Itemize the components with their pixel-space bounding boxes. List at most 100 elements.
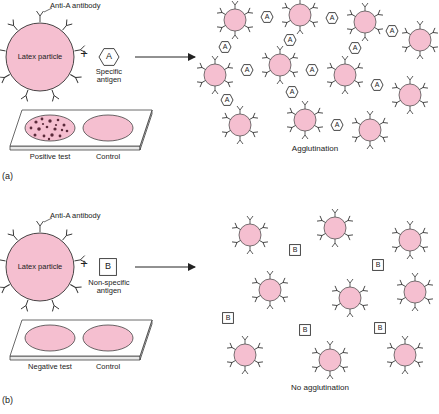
latex-particle [262, 46, 298, 84]
node-text: B [226, 314, 231, 321]
latex-particle: Latex particle [5, 22, 75, 92]
glass-slide [10, 320, 152, 360]
hex-shape [349, 43, 361, 54]
slide-label: Control [88, 363, 128, 371]
latex-particle [232, 216, 268, 254]
square-shape [223, 313, 234, 324]
antigen-hexagon: A [283, 34, 297, 46]
latex-particle [397, 273, 433, 311]
antibody-symbol [21, 299, 31, 312]
latex-particle [317, 209, 353, 247]
antibody-symbol [49, 89, 59, 102]
slide-edge [10, 356, 140, 360]
latex-particle: Latex particle [5, 232, 75, 302]
antigen-hexagon: A [285, 86, 299, 98]
node-text: A [290, 88, 295, 95]
positive-well [25, 115, 75, 141]
antigen-label: Non-specific antigen [86, 279, 132, 296]
hex-shape [386, 26, 398, 37]
latex-particle [227, 336, 263, 374]
panel-label: (a) [2, 172, 22, 182]
hex-shape [331, 120, 343, 131]
node-text: A [375, 81, 380, 88]
node-text: A [330, 14, 335, 21]
agglutinated-particles [197, 0, 438, 149]
antigen-hexagon: A [240, 64, 254, 76]
antibody-ring [0, 221, 86, 311]
latex-particle [392, 221, 428, 259]
antibody-symbol [21, 89, 31, 102]
square-shape [290, 245, 301, 256]
antibody-symbol [37, 221, 44, 232]
antigen-square: B [99, 258, 117, 276]
hex-shape [241, 65, 253, 76]
node-text: A [335, 121, 340, 128]
callout-label: Anti-A antibody [50, 212, 120, 220]
latex-particle [312, 341, 348, 379]
square-shape [300, 325, 311, 336]
antigen-hexagon: A [305, 64, 319, 76]
antigen-hexagon: A [220, 94, 234, 106]
antigen-hexagon: A [348, 42, 362, 54]
hex-shape [219, 42, 231, 53]
antibody-symbol [69, 281, 82, 293]
node-text: B [293, 246, 298, 253]
latex-particle [197, 56, 233, 94]
slide-face [10, 320, 152, 356]
hex-shape [286, 87, 298, 98]
negative-well [25, 325, 75, 351]
slide-label: Negative test [20, 363, 80, 371]
panel-label: (b) [2, 396, 22, 406]
node-text: A [245, 66, 250, 73]
hex-shape [326, 13, 338, 24]
node-text: Latex particle [18, 53, 63, 61]
circle-shape [6, 233, 74, 301]
hex-shape [284, 35, 296, 46]
node-text: B [303, 326, 308, 333]
latex-particle [332, 279, 368, 317]
node-text: A [353, 44, 358, 51]
antigen-hexagon: A [330, 119, 344, 131]
antibody-symbol [69, 71, 82, 83]
slide-face [10, 110, 152, 146]
square-shape [375, 323, 386, 334]
node-text: B [378, 324, 383, 331]
reaction-arrow [135, 57, 195, 58]
latex-particle [392, 76, 428, 114]
node-text: A [265, 13, 270, 20]
antibody-ring [0, 11, 86, 101]
reaction-arrow [135, 267, 195, 268]
hex-shape [221, 95, 233, 106]
antigen-square: B [374, 322, 386, 334]
callout-label: Anti-A antibody [50, 2, 120, 10]
antigen-square: B [222, 312, 234, 324]
latex-particle [327, 56, 363, 94]
latex-particle [222, 106, 258, 144]
antigen-hexagon: A [385, 25, 399, 37]
hex-shape [306, 65, 318, 76]
slide-label: Positive test [20, 153, 80, 161]
antigen-hexagon: A [218, 41, 232, 53]
latex-particle [347, 3, 383, 41]
antigen-label: Specific antigen [86, 68, 132, 85]
latex-particle [252, 271, 288, 309]
result-label: No agglutination [270, 384, 370, 393]
result-label: Agglutination [275, 145, 355, 154]
antigen-square: B [289, 244, 301, 256]
circle-shape [6, 23, 74, 91]
control-well [83, 115, 133, 141]
agglutinate-clumps [30, 118, 69, 141]
node-text: A [310, 66, 315, 73]
node-text: A [225, 96, 230, 103]
plus-sign: + [78, 47, 90, 61]
slide-edge [10, 146, 140, 150]
node-text: A [106, 52, 112, 61]
node-text: B [105, 262, 111, 271]
control-well [83, 325, 133, 351]
node-text: B [376, 261, 381, 268]
antigen-square: B [372, 259, 384, 271]
square-shape [373, 260, 384, 271]
latex-particle [352, 111, 388, 149]
free-particles [227, 209, 433, 379]
